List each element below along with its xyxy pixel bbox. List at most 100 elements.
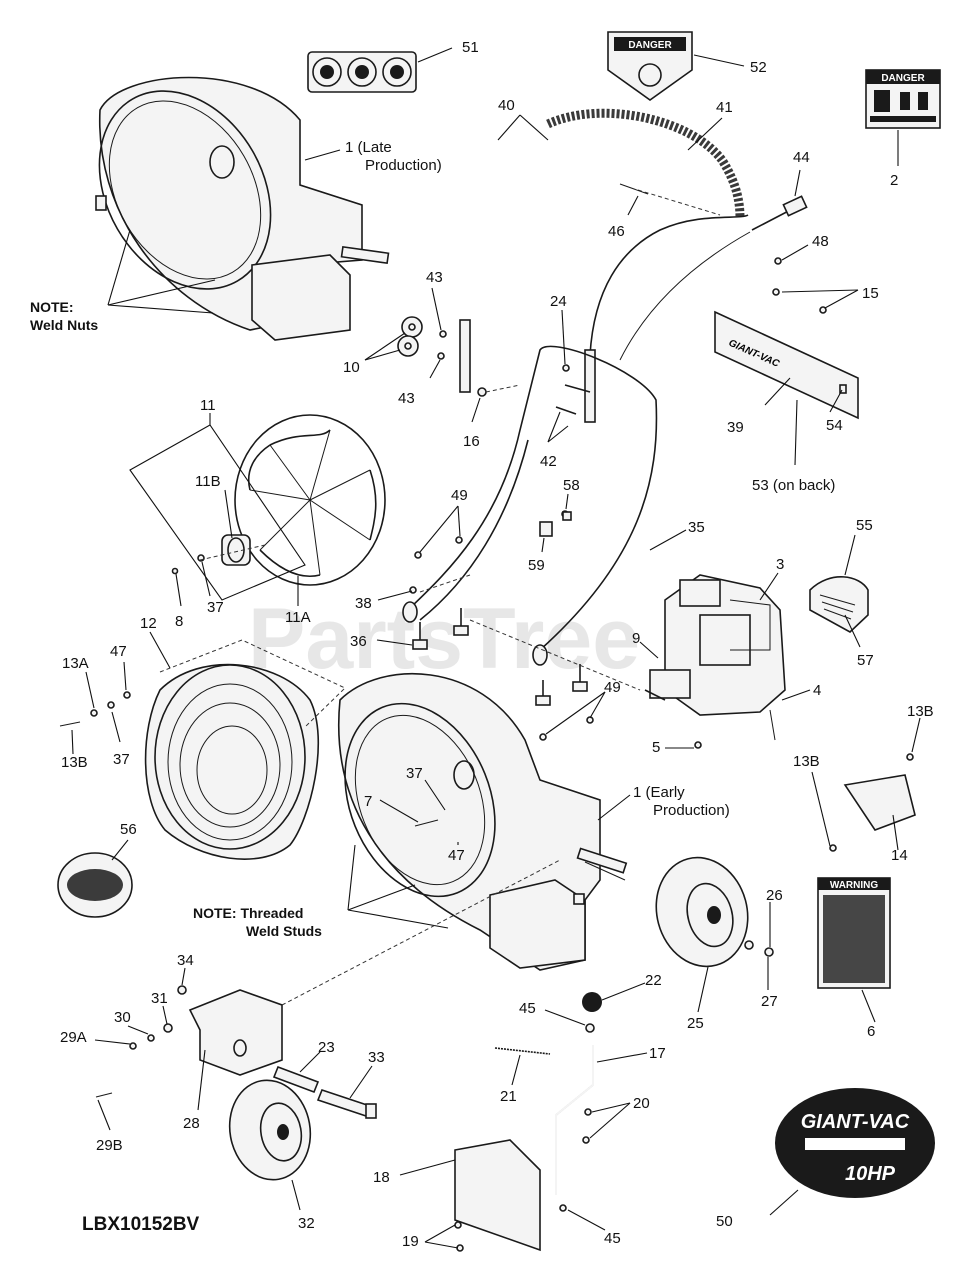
callout-53: 53 (on back) [752,477,835,494]
callout-45b: 45 [604,1230,621,1247]
note-threaded-weld-studs: NOTE: Threaded Weld Studs [193,844,449,939]
callout-34: 34 [177,952,194,969]
callout-49a: 49 [451,487,468,504]
svg-text:DANGER: DANGER [628,40,672,51]
decal-51-safety-icons [307,47,453,93]
inlet-cover-12 [144,663,320,860]
callout-37c: 37 [406,765,423,782]
callout-56: 56 [120,821,137,838]
callout-50: 50 [716,1213,733,1230]
guard-14 [843,774,916,831]
callout-13A: 13A [62,655,89,672]
callout-35: 35 [688,519,705,536]
callout-23: 23 [318,1039,335,1056]
callout-21: 21 [500,1088,517,1105]
engine-mounts-36 [412,608,588,706]
callout-32: 32 [298,1215,315,1232]
callout-54: 54 [826,417,843,434]
adjuster-17 [555,1045,594,1195]
callout-36: 36 [350,633,367,650]
callout-13B-r1: 13B [907,703,934,720]
callout-11: 11 [200,397,216,414]
svg-text:GIANT-VAC: GIANT-VAC [801,1111,910,1133]
callout-15: 15 [862,285,879,302]
callout-42: 42 [540,453,557,470]
bolts-42 [477,384,591,415]
brackets-58-59 [539,511,572,537]
ball-22 [582,992,602,1012]
callout-29B: 29B [96,1137,123,1154]
callout-25: 25 [687,1015,704,1032]
svg-text:NOTE:: NOTE: [30,299,74,315]
callout-8: 8 [175,613,183,630]
svg-text:NOTE: Threaded: NOTE: Threaded [193,905,303,921]
callout-39: 39 [727,419,744,436]
decal-2-danger: DANGER [865,69,941,166]
callout-48: 48 [812,233,829,250]
callout-27: 27 [761,993,778,1010]
blower-housing-late [95,76,390,341]
callout-49b: 49 [604,679,621,696]
callout-13B-r2: 13B [793,753,820,770]
impeller-assembly-11 [221,414,386,586]
callout-45a: 45 [519,1000,536,1017]
wheel-bracket-28 [188,989,283,1076]
svg-text:Weld Nuts: Weld Nuts [30,317,98,333]
callout-leaders [59,114,921,1249]
axle-23 [272,1065,320,1094]
callout-10: 10 [343,359,360,376]
callout-30: 30 [114,1009,131,1026]
bolt-33 [316,1089,377,1119]
callout-31: 31 [151,990,168,1007]
callout-20: 20 [633,1095,650,1112]
fasteners [90,257,914,1252]
callout-12: 12 [140,615,157,632]
callout-47b: 47 [448,847,465,864]
callout-9: 9 [632,630,640,647]
callout-46: 46 [608,223,625,240]
callout-24: 24 [550,293,567,310]
decal-52-danger: DANGER [607,31,745,101]
callout-19: 19 [402,1233,419,1250]
nuts-10 [397,316,423,357]
deflector-18 [454,1139,541,1252]
shroud-55 [809,576,869,633]
callout-22: 22 [645,972,662,989]
callout-13B-l: 13B [61,754,88,771]
callout-4: 4 [813,682,821,699]
callout-2: 2 [890,172,898,189]
callout-57: 57 [857,652,874,669]
callout-41: 41 [716,99,733,116]
callout-16: 16 [463,433,480,450]
callout-40: 40 [498,97,515,114]
svg-text:Weld Studs: Weld Studs [246,923,322,939]
callout-43a: 43 [426,269,443,286]
callout-44: 44 [793,149,810,166]
callout-55: 55 [856,517,873,534]
callout-51: 51 [462,39,479,56]
callout-3: 3 [776,556,784,573]
spring-21 [494,1047,551,1055]
callout-33: 33 [368,1049,385,1066]
nameplate-39: GIANT-VAC [714,310,859,420]
callout-5: 5 [652,739,660,756]
note-weld-nuts: NOTE: Weld Nuts [30,229,216,333]
watermark: PartsTree [248,591,640,687]
engine-3 [644,574,786,716]
wheel-25 [655,856,749,968]
decal-50-brand: GIANT-VAC 10HP [769,1088,935,1216]
callout-7: 7 [364,793,372,810]
callout-14: 14 [891,847,908,864]
handle-upper [459,107,749,423]
callout-59: 59 [528,557,545,574]
callout-37a: 37 [207,599,224,616]
svg-text:WARNING: WARNING [830,880,879,891]
decal-6-warning: WARNING [817,877,891,989]
callout-26: 26 [766,887,783,904]
decal-56 [57,839,133,918]
wheel-32 [228,1079,312,1181]
